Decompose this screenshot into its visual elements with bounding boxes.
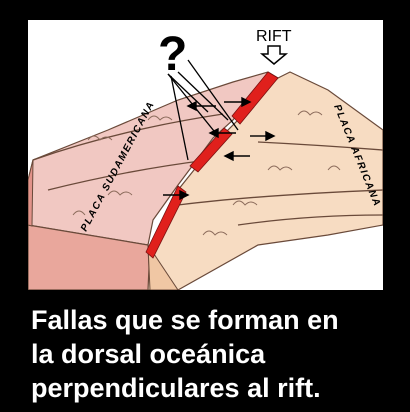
transform-faults xyxy=(32,113,383,226)
left-plate-side xyxy=(28,224,151,290)
fault-plane-2 xyxy=(189,127,233,173)
caption-line-3: perpendiculares al rift. xyxy=(31,373,321,403)
right-plate-side xyxy=(147,243,179,290)
rift-arrow-icon xyxy=(259,45,289,65)
diagram-panel: ? RIFT PLACA SUDAMERICANA PLACA AFRICANA xyxy=(28,20,383,290)
question-mark: ? xyxy=(158,28,187,81)
left-plate-front xyxy=(28,159,34,227)
caption: Fallas que se forman en la dorsal oceáni… xyxy=(31,303,403,405)
ridge-fault-planes xyxy=(145,71,279,259)
caption-line-1: Fallas que se forman en xyxy=(31,305,339,335)
rift-label: RIFT xyxy=(256,28,292,45)
caption-line-2: la dorsal oceánica xyxy=(31,339,266,369)
fault-plane-3 xyxy=(145,185,187,259)
relief-marks xyxy=(72,110,341,236)
right-plate-surface xyxy=(147,71,383,290)
question-pointer-lines xyxy=(167,59,239,161)
rift-block-diagram: ? RIFT PLACA SUDAMERICANA PLACA AFRICANA xyxy=(28,28,383,290)
